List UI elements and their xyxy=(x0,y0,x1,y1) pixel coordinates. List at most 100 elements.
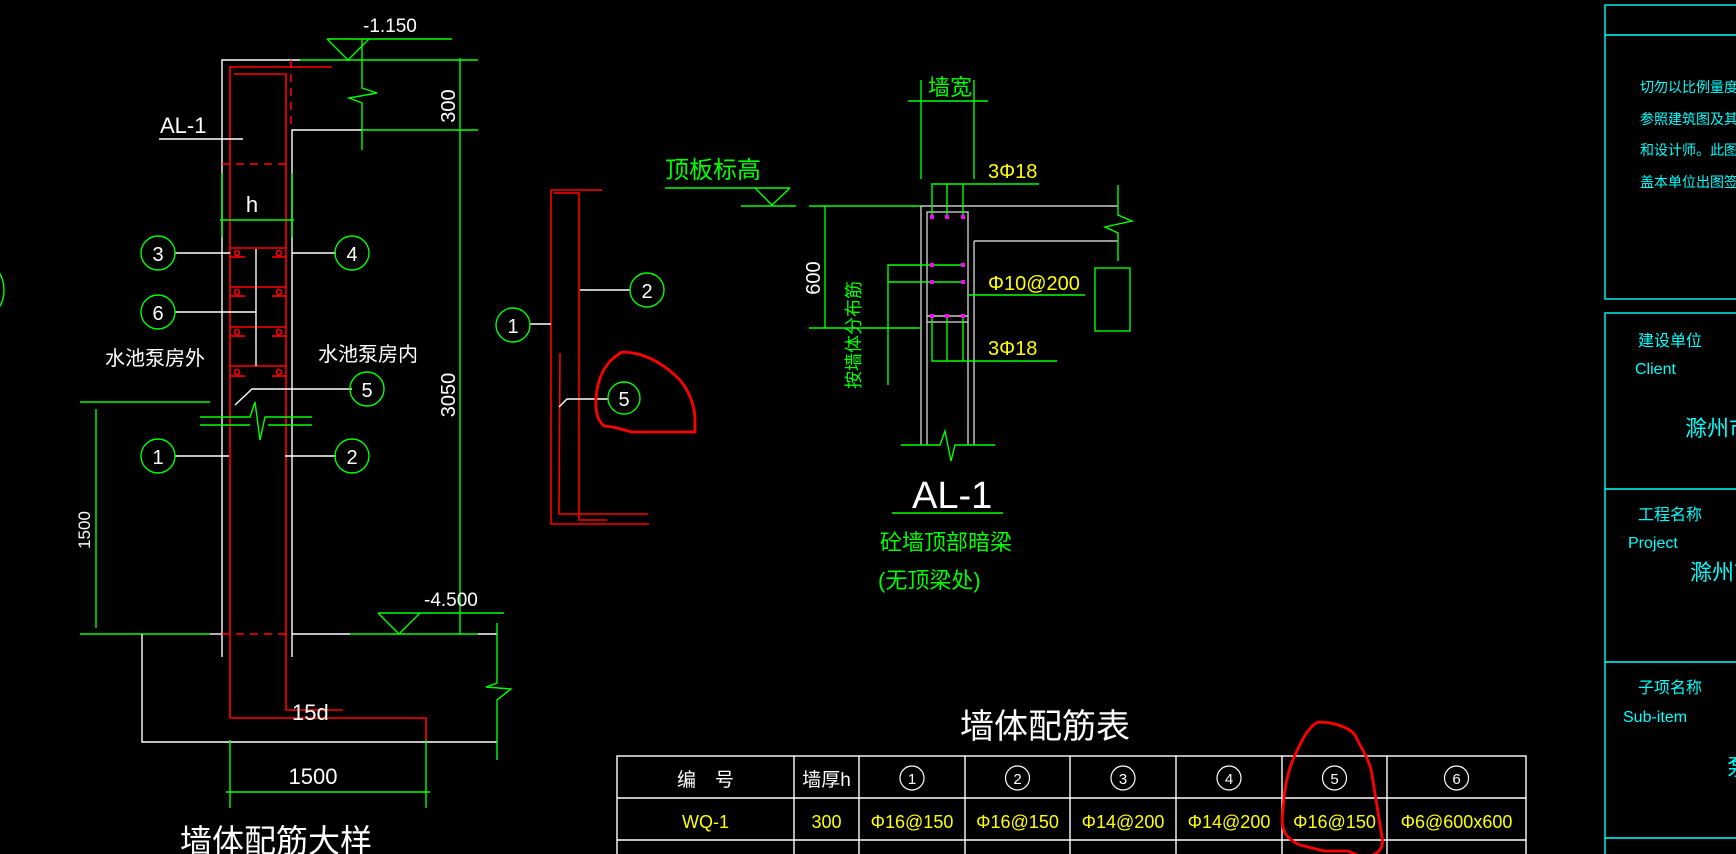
h-label: h xyxy=(246,192,258,217)
bottom-bar-leader xyxy=(931,318,1057,362)
client-cn: 建设单位 xyxy=(1638,332,1702,350)
stirrups-text: Φ10@200 xyxy=(988,273,1080,295)
rebar-bottom-bend xyxy=(229,657,427,740)
sketch-callout-2[interactable]: 2 xyxy=(629,272,665,308)
rebar-dot xyxy=(945,215,949,219)
table-header-text: 1 xyxy=(908,771,916,788)
table-cell[interactable]: Φ16@150 xyxy=(976,812,1059,832)
rebar-dot xyxy=(961,280,965,284)
note-line-2: 参照建筑图及其他 xyxy=(1640,111,1736,127)
rebar-table-title: 墙体配筋表 xyxy=(960,708,1130,746)
wall-callout-1[interactable]: 1 xyxy=(140,438,176,474)
rebar-dot xyxy=(961,314,965,318)
rebar-outer-vertical xyxy=(229,66,332,657)
table-header-cell-7[interactable]: 5 xyxy=(1321,765,1348,791)
table-header-cell-1[interactable]: 编 号 xyxy=(677,769,734,791)
rebar-dot xyxy=(930,280,934,284)
rebar-dot xyxy=(930,263,934,267)
roof-level-triangle xyxy=(754,187,791,206)
table-header-cell-6[interactable]: 4 xyxy=(1216,765,1242,791)
wall-section-detail: h 3 4 xyxy=(0,16,513,854)
table-cell[interactable]: Φ16@150 xyxy=(871,812,954,832)
project-en: Project xyxy=(1628,535,1678,552)
wall-callout-2[interactable]: 2 xyxy=(334,438,370,474)
beam-detail-title: AL-1 xyxy=(912,475,992,517)
rebar-dot xyxy=(945,314,949,318)
secondary-beam xyxy=(1094,267,1131,332)
table-header-text: 编 号 xyxy=(677,769,734,791)
table-cell[interactable]: 300 xyxy=(811,812,841,832)
rebar-inner-vertical xyxy=(234,73,343,711)
wall-width-label: 墙宽 xyxy=(928,75,972,100)
table-header-cell-2[interactable]: 墙厚h xyxy=(802,769,851,791)
subitem-en: Sub-item xyxy=(1623,709,1687,726)
wall-callout-3[interactable]: 3 xyxy=(140,235,176,271)
outside-label: 水池泵房外 xyxy=(105,347,205,370)
rebar-dot xyxy=(930,215,934,219)
rebar-sketch: 1 2 5 xyxy=(495,189,697,525)
table-header-cell-3[interactable]: 1 xyxy=(899,765,925,791)
table-cell[interactable]: Φ16@150 xyxy=(1293,812,1376,832)
svg-text:5: 5 xyxy=(618,389,629,411)
partial-callout-circle xyxy=(0,272,5,308)
dim-300-text: 300 xyxy=(438,89,460,122)
svg-text:1: 1 xyxy=(507,316,518,338)
project-cn: 工程名称 xyxy=(1638,506,1702,524)
table-header-text: 3 xyxy=(1119,771,1127,788)
table-header-text: 4 xyxy=(1225,771,1233,788)
table-cell[interactable]: Φ14@200 xyxy=(1188,812,1271,832)
elev-top-text: -1.150 xyxy=(363,16,417,37)
break-line-upper xyxy=(200,401,312,441)
side-bar-leader-1 xyxy=(887,264,963,385)
sketch-callout-5[interactable]: 5 xyxy=(607,381,641,415)
svg-text:2: 2 xyxy=(346,447,357,469)
slab-break xyxy=(1102,185,1135,261)
client-value: 滁州市 xyxy=(1685,416,1736,441)
wall-break xyxy=(901,428,995,462)
table-header-cell-8[interactable]: 6 xyxy=(1443,765,1470,791)
note-line-4: 盖本单位出图签章 xyxy=(1640,174,1736,190)
title-block: 切勿以比例量度此 参照建筑图及其他 和设计师。此图纸 盖本单位出图签章 建设单位… xyxy=(1604,4,1736,854)
rebar-dot xyxy=(930,314,934,318)
al1-label: AL-1 xyxy=(160,113,206,138)
sketch-callout-1[interactable]: 1 xyxy=(495,307,531,343)
dim-600-text: 600 xyxy=(803,261,825,294)
side-bars-label: 按墙体分布筋 xyxy=(844,281,864,389)
dim-1500-bottom-text: 1500 xyxy=(289,764,338,789)
notes-frame xyxy=(1604,4,1736,300)
elev-bottom-text: -4.500 xyxy=(424,590,478,611)
inside-label: 水池泵房内 xyxy=(318,343,418,366)
sketch-leader-5 xyxy=(558,398,608,408)
table-cell[interactable]: WQ-1 xyxy=(682,812,729,832)
table-cell[interactable]: Φ6@600x600 xyxy=(1401,812,1513,832)
project-value: 滁州市 xyxy=(1690,560,1736,585)
client-en: Client xyxy=(1635,361,1676,378)
table-header-cell-5[interactable]: 3 xyxy=(1110,765,1136,791)
roof-level-label: 顶板标高 xyxy=(665,157,761,184)
table-frame xyxy=(616,755,1527,854)
svg-text:5: 5 xyxy=(361,380,372,402)
subitem-value: 泵 xyxy=(1727,755,1736,780)
beam-detail-al1: 顶板标高 墙宽 3Φ18 xyxy=(665,75,1135,593)
foundation-outline xyxy=(141,634,497,743)
slab-break-line xyxy=(346,39,378,150)
header-callout-circle xyxy=(1110,765,1136,791)
svg-text:2: 2 xyxy=(641,281,652,303)
table-cell[interactable]: Φ14@200 xyxy=(1082,812,1165,832)
dim-3050-text: 3050 xyxy=(438,373,460,418)
anchor-15d-label: 15d xyxy=(292,700,329,725)
note-line-3: 和设计师。此图纸 xyxy=(1640,142,1736,158)
wall-outline-left xyxy=(221,59,300,657)
sketch-rebar-5 xyxy=(558,352,648,515)
table-header-text: 5 xyxy=(1330,771,1338,788)
rebar-dot xyxy=(961,215,965,219)
wall-callout-5[interactable]: 5 xyxy=(349,371,385,407)
bottom-bars-text: 3Φ18 xyxy=(988,338,1037,360)
highlight-circle-sketch xyxy=(594,350,697,434)
table-header-cell-4[interactable]: 2 xyxy=(1004,765,1031,791)
svg-text:6: 6 xyxy=(152,303,163,325)
wall-callout-6[interactable]: 6 xyxy=(140,294,176,330)
wall-callout-4[interactable]: 4 xyxy=(334,235,370,271)
foundation-break xyxy=(485,623,513,760)
